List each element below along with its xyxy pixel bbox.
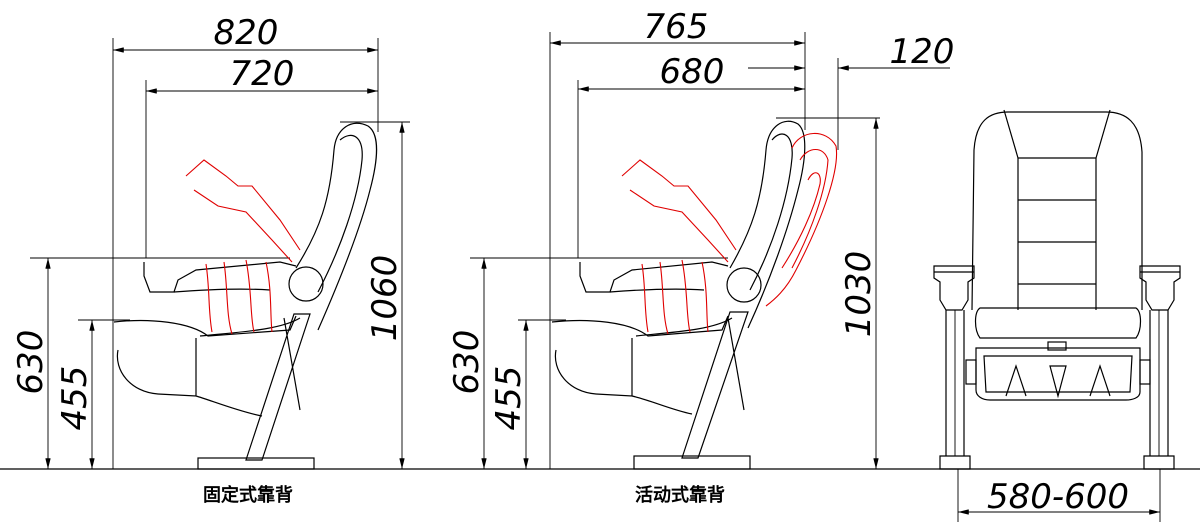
movable-backrest xyxy=(729,120,806,329)
movable-chair: 765 680 120 1030 630 455 活动式靠背 xyxy=(447,7,954,506)
dim-630-movable: 630 xyxy=(447,330,487,395)
movable-foot xyxy=(633,455,751,470)
fixed-foot xyxy=(197,457,315,470)
dim-820: 820 xyxy=(214,13,279,53)
front-backrest xyxy=(971,111,1143,311)
movable-armrest xyxy=(579,261,729,293)
dim-455: 455 xyxy=(55,366,95,431)
dim-580-600: 580-600 xyxy=(987,477,1129,517)
movable-arm-knob xyxy=(726,267,762,303)
dim-680: 680 xyxy=(660,52,725,92)
front-seat xyxy=(974,307,1142,339)
movable-leg xyxy=(681,311,749,459)
dim-455-movable: 455 xyxy=(489,366,529,431)
movable-caption: 活动式靠背 xyxy=(635,484,725,506)
movable-fold-motion xyxy=(621,159,737,335)
fixed-caption: 固定式靠背 xyxy=(203,484,293,506)
movable-recline-motion xyxy=(765,132,838,307)
dim-720: 720 xyxy=(230,54,295,94)
fixed-chair: 820 720 1060 630 455 固定式靠背 xyxy=(11,13,410,506)
dim-1060: 1060 xyxy=(365,255,405,342)
dim-630: 630 xyxy=(11,330,51,395)
movable-seat xyxy=(551,315,729,415)
fixed-armrest xyxy=(143,261,297,293)
dim-120: 120 xyxy=(890,32,955,72)
front-left-armrest xyxy=(933,265,975,311)
fixed-arm-knob xyxy=(288,266,324,302)
fixed-seat xyxy=(113,315,297,417)
front-view: 580-600 xyxy=(933,109,1181,522)
fixed-leg xyxy=(245,313,311,461)
fixed-fold-motion xyxy=(185,159,301,335)
fixed-backrest xyxy=(295,122,378,331)
front-seat-base xyxy=(975,347,1141,401)
dim-765: 765 xyxy=(644,7,709,47)
dim-1030: 1030 xyxy=(839,251,879,338)
